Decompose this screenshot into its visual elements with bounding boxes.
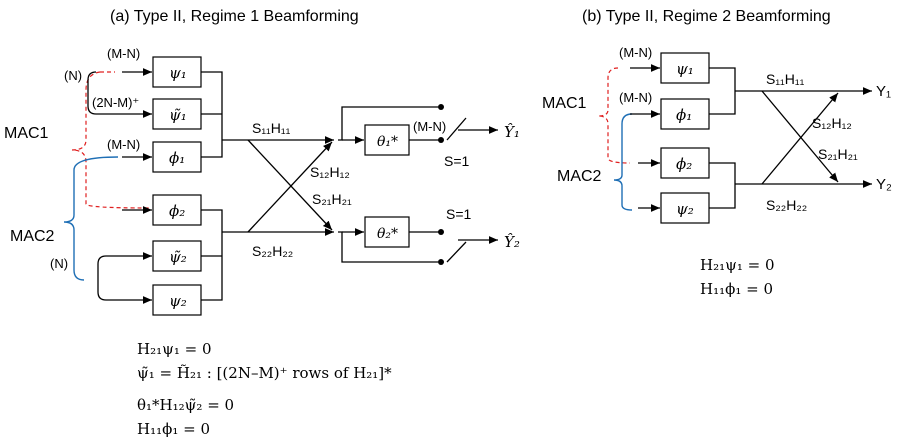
left-rx1-bypass: [338, 106, 438, 141]
left-rx2-bypass: [338, 231, 438, 263]
svg-text:θ₁*: θ₁*: [377, 134, 398, 150]
svg-text:ϕ₂: ϕ₂: [676, 155, 692, 173]
left-switch2-s: S=1: [446, 206, 472, 222]
right-path-s21: [761, 92, 839, 185]
left-equation-2: ψ̃₁ = H̃₂₁ : [(2N–M)⁺ rows of H₂₁]*: [137, 364, 392, 382]
left-input-label-2: (N): [64, 68, 82, 83]
left-switch1-node-b: [438, 137, 444, 143]
left-label-s11h11: S₁₁H₁₁: [252, 120, 291, 136]
right-title: (b) Type II, Regime 2 Beamforming: [582, 8, 831, 25]
left-block-psi2: ψ₂: [152, 284, 202, 316]
right-output-y2: Y₂: [876, 176, 892, 193]
right-equation-2: H₁₁ϕ₁ = 0: [700, 280, 773, 298]
left-switch1-lever: [446, 117, 467, 141]
left-mac2-label: MAC2: [10, 228, 55, 245]
left-mac1-label: MAC1: [4, 125, 49, 142]
left-input-label-1: (M-N): [107, 46, 140, 61]
left-label-s12h12: S₁₂H₁₂: [310, 164, 350, 180]
right-label-s22h22: S₂₂H₂₂: [766, 197, 807, 213]
left-path-s21: [247, 141, 333, 233]
svg-text:θ₂*: θ₂*: [377, 226, 398, 242]
svg-text:ψ₂: ψ₂: [676, 200, 694, 218]
left-equation-3: θ₁*H₁₂ψ̃₂ = 0: [137, 396, 235, 414]
left-n-bracket-bottom: [97, 255, 107, 301]
right-equation-1: H₂₁ψ₁ = 0: [700, 256, 775, 274]
svg-text:ϕ₁: ϕ₁: [676, 106, 692, 124]
left-n-bracket-top: [87, 71, 97, 115]
right-output-y1: Y₁: [876, 83, 891, 100]
svg-text:ψ₁: ψ₁: [169, 64, 187, 82]
left-path-s12: [247, 139, 333, 231]
left-combiner-top: [201, 71, 248, 158]
left-switch2-node-a: [438, 229, 444, 235]
left-output-y1: Ŷ₁: [504, 123, 520, 141]
right-block-psi1: ψ₁: [660, 52, 710, 84]
right-mac1-bracket: [597, 67, 631, 164]
left-output-y2: Ŷ₂: [504, 233, 520, 251]
left-switch1-node-a: [438, 104, 444, 110]
svg-text:ψ₂: ψ₂: [169, 292, 187, 310]
left-label-s22h22: S₂₂H₂₂: [252, 243, 293, 259]
left-input-label-5: (N): [50, 256, 68, 271]
right-path-s12: [761, 90, 839, 183]
right-label-s12h12: S₁₂H₁₂: [812, 115, 852, 131]
left-block-phi1: ϕ₁: [152, 141, 202, 173]
left-title: (a) Type II, Regime 1 Beamforming: [110, 8, 359, 25]
left-switch2-lever: [446, 241, 467, 263]
left-switch2-node-b: [438, 259, 444, 265]
left-label-s21h21: S₂₁H₂₁: [312, 191, 352, 207]
right-block-phi1: ϕ₁: [660, 98, 710, 130]
right-block-psi2: ψ₂: [660, 192, 710, 224]
right-combiner-bottom: [709, 162, 762, 209]
left-theta1-block: θ₁*: [364, 124, 410, 156]
right-mac1-label: MAC1: [542, 95, 587, 112]
left-switch1-s: S=1: [444, 153, 470, 169]
right-input-label-1: (M-N): [619, 45, 652, 60]
svg-text:ψ̃₂: ψ̃₂: [169, 248, 187, 266]
left-block-psi-tilde-1: ψ̃₁: [152, 98, 202, 130]
left-input-label-3: (2N-M)⁺: [92, 95, 139, 110]
right-mac2-bracket: [613, 113, 633, 211]
left-input-label-4: (M-N): [107, 137, 140, 152]
right-input-label-2: (M-N): [619, 90, 652, 105]
svg-text:ψ̃₁: ψ̃₁: [169, 106, 187, 124]
svg-text:ψ₁: ψ₁: [676, 60, 694, 78]
right-label-s21h21: S₂₁H₂₁: [818, 146, 858, 162]
left-mac2-bracket: [63, 156, 119, 281]
left-equation-4: H₁₁ϕ₁ = 0: [137, 420, 210, 438]
svg-text:ϕ₁: ϕ₁: [169, 149, 185, 167]
left-mac1-bracket: [71, 71, 151, 209]
left-block-psi-tilde-2: ψ̃₂: [152, 240, 202, 272]
left-combiner-bottom: [201, 209, 248, 301]
left-theta2-block: θ₂*: [364, 216, 410, 248]
right-block-phi2: ϕ₂: [660, 147, 710, 179]
svg-text:ϕ₂: ϕ₂: [169, 202, 185, 220]
right-mac2-label: MAC2: [557, 168, 602, 185]
left-equation-1: H₂₁ψ₁ = 0: [137, 340, 212, 358]
left-block-psi1: ψ₁: [152, 56, 202, 88]
right-combiner-top: [709, 67, 762, 115]
left-switch1-label-mn: (M-N): [413, 119, 446, 134]
left-block-phi2: ϕ₂: [152, 194, 202, 226]
right-label-s11h11: S₁₁H₁₁: [766, 71, 805, 87]
